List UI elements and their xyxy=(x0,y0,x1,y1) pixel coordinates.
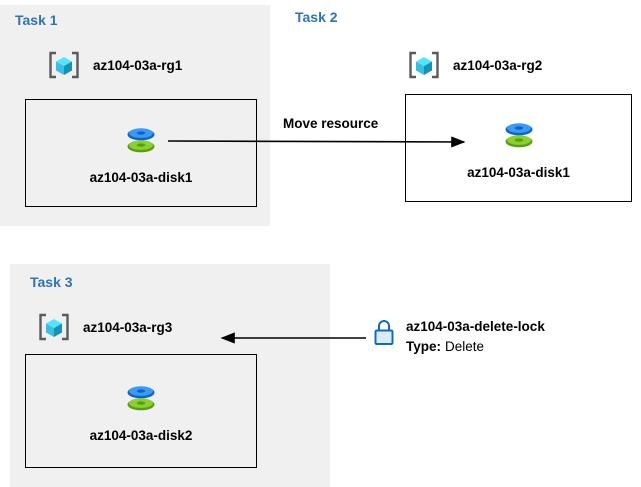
task1-disk-box: az104-03a-disk1 xyxy=(25,99,257,207)
disk-icon xyxy=(505,122,532,147)
task2-disk-label: az104-03a-disk1 xyxy=(467,164,570,180)
delete-lock-group: az104-03a-delete-lock Type:Delete xyxy=(372,317,545,357)
task3-panel xyxy=(10,264,330,487)
task1-title: Task 1 xyxy=(15,12,58,28)
task3-resource-group: az104-03a-rg3 xyxy=(36,312,172,342)
task3-title: Task 3 xyxy=(30,274,73,290)
disk-icon xyxy=(127,127,155,152)
task2-resource-group: az104-03a-rg2 xyxy=(406,50,542,80)
lock-icon xyxy=(374,320,394,345)
arrow-left-icon xyxy=(220,332,366,344)
task3-disk-box: az104-03a-disk2 xyxy=(25,354,257,468)
lock-text: az104-03a-delete-lock Type:Delete xyxy=(406,317,545,357)
resource-group-icon xyxy=(409,51,439,79)
task1-disk-label: az104-03a-disk1 xyxy=(89,169,193,185)
task2-rg-label: az104-03a-rg2 xyxy=(453,57,543,73)
disk-icon xyxy=(127,385,155,410)
resource-group-icon xyxy=(39,313,69,341)
arrow-right-icon xyxy=(167,136,466,148)
resource-group-icon xyxy=(49,51,79,79)
task3-rg-label: az104-03a-rg3 xyxy=(83,319,173,335)
lock-name-label: az104-03a-delete-lock xyxy=(406,319,545,334)
task1-rg-label: az104-03a-rg1 xyxy=(93,57,183,73)
task1-resource-group: az104-03a-rg1 xyxy=(46,50,182,80)
task3-disk-label: az104-03a-disk2 xyxy=(89,427,193,443)
lock-type-label: Type: xyxy=(406,339,442,354)
task2-disk-box: az104-03a-disk1 xyxy=(405,94,632,202)
lock-type-value: Delete xyxy=(445,339,485,354)
lock-type-line: Type:Delete xyxy=(406,337,545,357)
move-resource-label: Move resource xyxy=(283,116,379,131)
task1-panel xyxy=(0,5,270,226)
task2-title: Task 2 xyxy=(295,9,338,25)
